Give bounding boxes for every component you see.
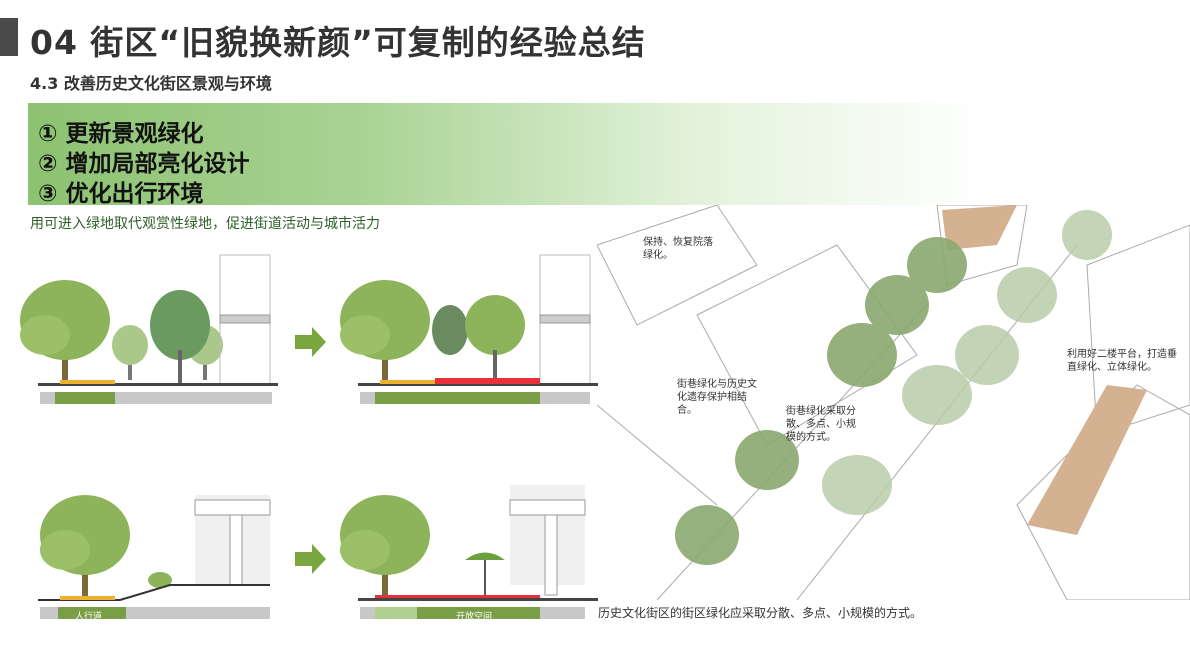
section-before-bottom (38, 495, 271, 619)
arrow-icon (295, 327, 326, 357)
point-2: ② 增加局部亮化设计 (38, 151, 250, 177)
section-after-bottom (340, 485, 598, 619)
title-accent-bar (0, 18, 18, 56)
note-courtyard: 保持、恢复院落绿化。 (643, 237, 713, 261)
point-1: ① 更新景观绿化 (38, 121, 204, 147)
label-sidewalk: 人行道 (75, 612, 103, 622)
street-section-diagrams (20, 254, 598, 619)
page-title: 04 街区“旧貌换新颜”可复制的经验总结 (30, 23, 646, 62)
arrow-icon (295, 544, 326, 574)
note-distributed: 街巷绿化采取分散、多点、小规模的方式。 (786, 406, 856, 443)
caption: 用可进入绿地取代观赏性绿地，促进街道活动与城市活力 (30, 216, 380, 232)
section-subtitle: 4.3 改善历史文化街区景观与环境 (30, 74, 272, 93)
bottom-caption: 历史文化街区的街区绿化应采取分散、多点、小规模的方式。 (598, 606, 923, 620)
section-before-top (20, 254, 278, 404)
note-vertical-green: 利用好二楼平台，打造垂直绿化、立体绿化。 (1067, 349, 1177, 373)
point-3: ③ 优化出行环境 (38, 181, 204, 207)
label-open-space: 开放空间 (456, 612, 493, 622)
section-after-top (340, 254, 598, 404)
aerial-street-illustration (597, 205, 1190, 600)
note-heritage: 街巷绿化与历史文化遗存保护相结合。 (677, 379, 757, 416)
highlight-box (28, 103, 988, 205)
